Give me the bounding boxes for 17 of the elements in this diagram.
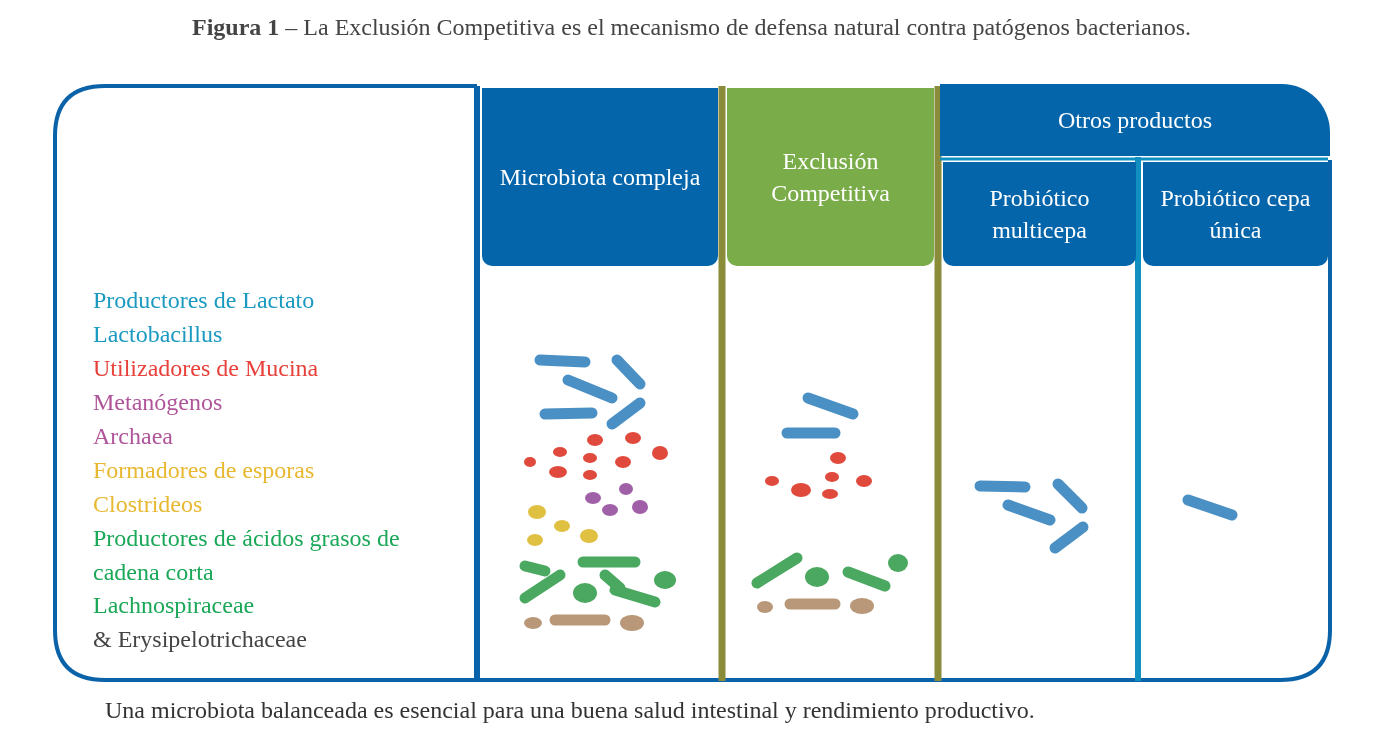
- group-name: Productores de ácidos grasos de cadena corta: [93, 524, 401, 587]
- group-name: Formadores de esporas: [93, 456, 316, 485]
- group-name: & Erysipelotrichaceae: [93, 625, 308, 654]
- group-name: Metanógenos: [93, 388, 224, 417]
- column-header: Probiótico multicepa: [943, 162, 1136, 266]
- group-name: Lactobacillus: [93, 320, 224, 349]
- column-header: Otros productos: [940, 84, 1330, 156]
- group-name: Productores de Lactato: [93, 286, 316, 315]
- group-name: Lachnospiraceae: [93, 591, 256, 620]
- column-header: Exclusión Competitiva: [727, 88, 934, 266]
- group-name: Utilizadores de Mucina: [93, 354, 320, 383]
- column-header: Microbiota compleja: [482, 88, 718, 266]
- figure-title: Figura 1 – La Exclusión Competitiva es el mecanismo de defensa natural contra patógenos bacterianos.: [191, 14, 1192, 41]
- group-name: Clostrideos: [93, 490, 204, 519]
- group-name: Archaea: [93, 422, 174, 451]
- figure-caption: Una microbiota balanceada es esencial para una buena salud intestinal y rendimiento productivo.: [105, 697, 1035, 724]
- column-header: Probiótico cepa única: [1143, 162, 1328, 266]
